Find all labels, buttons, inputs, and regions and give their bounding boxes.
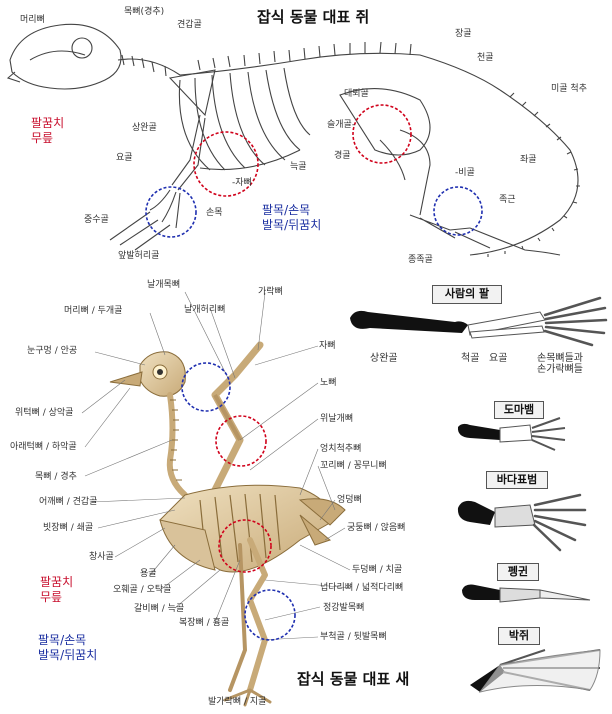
bird-leg (247, 537, 268, 693)
bird-label-finger: 가락뼈 (258, 287, 283, 297)
bat-limb (470, 649, 601, 693)
bird-ankle-circle (244, 589, 296, 641)
bird-note-blue: 팔목/손목 발목/뒤꿈치 (38, 633, 98, 662)
bat-title: 박쥐 (498, 627, 540, 645)
rat-label-patella: 슬개골- (327, 120, 356, 130)
bird-label-pelvis2: 두덩뼈 / 치골 (352, 565, 403, 575)
rat-label-wrist: 손목 (206, 208, 223, 218)
bird-label-furcula: 빗장뼈 / 쇄골 (43, 523, 94, 533)
bird-label-toes: 발가락뼈 / 지골 (208, 697, 267, 707)
bird-label-neck: 목뼈 / 경추 (35, 472, 77, 482)
bird-label-eye: 눈구멍 / 안공 (27, 346, 78, 356)
bird-label-radius: 노뼈 (320, 378, 337, 388)
bird-title: 잡식 동물 대표 새 (297, 670, 410, 688)
rat-label-tail: 미골 척추 (551, 84, 587, 94)
rat-knee-circle (352, 104, 412, 164)
rat-ankle-circle (433, 186, 483, 236)
rat-label-humerus: 상완골 (132, 123, 157, 133)
bird-label-tarsometatarsus: 부척골 / 뒷발목뼈 (320, 632, 387, 642)
lizard-title: 도마뱀 (494, 401, 544, 419)
bird-label-breast: 복장뼈 / 흉골 (179, 618, 230, 628)
penguin-title: 펭귄 (497, 563, 539, 581)
bird-wrist-circle (181, 362, 231, 412)
penguin-limb (462, 584, 591, 603)
human-arm-title: 사람의 팔 (432, 285, 502, 304)
rat-label-radius: -자뼈 (232, 178, 252, 188)
rat-skull (9, 23, 122, 90)
rat-label-front-toe: 앞발허리골 (118, 251, 160, 261)
bird-label-synsacrum: 엉치척추뼈 (320, 444, 362, 454)
seal-limb (457, 493, 587, 552)
human-label-humerus: 상완골 (370, 353, 398, 364)
rat-label-metacarpal: 중수골 (84, 215, 109, 225)
lizard-limb (457, 417, 566, 451)
rat-label-sitbone: 좌골 (520, 155, 537, 165)
bird-label-humerus: 위날개뼈 (320, 414, 354, 424)
rat-title: 잡식 동물 대표 쥐 (257, 8, 370, 26)
human-label-radius: 요골 (489, 353, 508, 364)
human-arm (350, 296, 608, 347)
seal-title: 바다표범 (486, 471, 548, 489)
rat-tail (469, 89, 579, 256)
rat-label-ulna: 요골 (116, 153, 133, 163)
rat-label-fibula: -비골 (455, 168, 475, 178)
bird-label-hip: 엉덩뼈 (337, 495, 362, 505)
bird-label-keel: 용골 (140, 569, 157, 579)
human-label-hand: 손목뼈들과 손가락뼈들 (537, 353, 583, 375)
bird-wing (206, 341, 264, 504)
bird-label-wing-meta: 날개허리뼈 (184, 305, 226, 315)
rat-label-pelvis: 장골 (455, 29, 472, 39)
rat-label-femur: 대퇴골 (344, 89, 369, 99)
rat-label-heel: 족근 (499, 195, 516, 205)
bird-label-tibiotarsus: 정강발목뼈 (323, 603, 365, 613)
human-label-ulna: 척골 (461, 353, 480, 364)
bird-label-sternum: 창사골 (89, 552, 114, 562)
bird-elbow-circle (215, 415, 267, 467)
bird-leader-lines (81, 291, 351, 641)
bird-label-ulna: 자뼈 (319, 341, 336, 351)
rat-label-skull: 머리뼈 (20, 15, 45, 25)
rat-elbow-circle (193, 131, 259, 197)
rat-label-scapula: 견갑골 (177, 20, 202, 30)
bird-label-upper-jaw: 위턱뼈 / 상악골 (15, 408, 74, 418)
rat-label-rib: 늑골 (290, 162, 307, 172)
bird-label-wing-carpal: 날개목뼈 (147, 280, 181, 290)
bird-label-skull: 머리뼈 / 두개골 (64, 306, 123, 316)
rat-label-sacrum: 천골 (477, 53, 494, 63)
rat-skeleton (6, 23, 580, 257)
bird-label-rib: 갈비뼈 / 늑골 (134, 604, 185, 614)
rat-note-blue: 팔목/손목 발목/뒤꿈치 (262, 203, 322, 232)
bird-label-pygostyle: 꼬리뼈 / 꽁무니뼈 (320, 461, 387, 471)
bird-label-lower-jaw: 아래턱뼈 / 하악골 (10, 442, 77, 452)
bird-label-femur: 넙다리뼈 / 넓적다리뼈 (320, 583, 404, 593)
rat-label-tibia: 경골 (334, 151, 351, 161)
rat-spine (117, 52, 501, 91)
bird-label-scapula: 어깨뼈 / 견갑골 (39, 497, 98, 507)
rat-label-neck: 목뼈(경추) (124, 7, 165, 17)
bird-knee-circle (218, 519, 272, 573)
bird-label-pubis: 궁둥뼈 / 앉음뼈 (347, 523, 406, 533)
rat-label-foot: 종족골 (408, 255, 433, 265)
rat-wrist-circle (145, 186, 197, 238)
bird-label-coracoid: 오훼골 / 오탁골 (113, 585, 172, 595)
bird-note-red: 팔꿈치 무릎 (40, 575, 74, 604)
bird-skeleton (109, 341, 346, 707)
rat-note-red: 팔꿈치 무릎 (31, 116, 65, 145)
